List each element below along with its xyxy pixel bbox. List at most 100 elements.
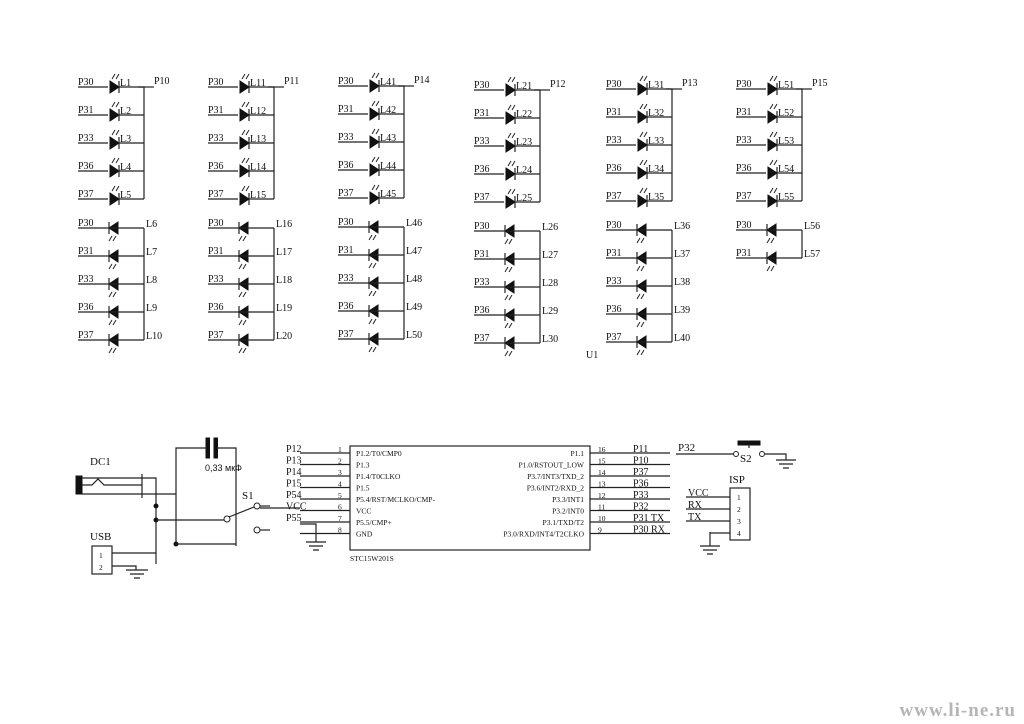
isp-net-label: VCC: [688, 488, 709, 499]
led-designator: L19: [276, 303, 292, 314]
led-designator: L17: [276, 247, 292, 258]
led-cathode-net: P37: [736, 191, 752, 202]
led-icon: [368, 220, 379, 241]
mcu-pin-function: P1.2/T0/CMP0: [356, 449, 402, 458]
led-cathode-net: P31: [474, 249, 490, 260]
mcu-pin-number: 8: [338, 526, 342, 535]
mcu-pin-function: P3.6/INT2/RXD_2: [527, 484, 585, 493]
led-designator: L45: [380, 189, 396, 200]
led-cathode-net: P37: [78, 189, 94, 200]
isp-pin-number: 1: [737, 493, 741, 502]
mcu-right-net: P36: [633, 479, 649, 490]
led-icon: [505, 188, 516, 209]
led-designator: L35: [648, 192, 664, 203]
led-icon: [505, 76, 516, 97]
led-designator: L36: [674, 221, 690, 232]
led-icon: [108, 249, 119, 270]
led-cathode-net: P30: [208, 77, 224, 88]
led-cathode-net: P30: [736, 220, 752, 231]
led-icon: [636, 335, 647, 356]
led-cathode-net: P31: [338, 104, 354, 115]
led-designator: L54: [778, 164, 794, 175]
led-cathode-net: P30: [78, 77, 94, 88]
anode-net-label: P12: [550, 79, 566, 90]
led-designator: L10: [146, 331, 162, 342]
led-cathode-net: P31: [736, 248, 752, 259]
led-cathode-net: P31: [208, 105, 224, 116]
led-cathode-net: P36: [736, 163, 752, 174]
led-cathode-net: P36: [606, 163, 622, 174]
led-designator: L23: [516, 137, 532, 148]
led-cathode-net: P31: [208, 246, 224, 257]
led-icon: [504, 280, 515, 301]
button-net-label: P32: [678, 442, 695, 454]
mcu-pin-function: P5.4/RST/MCLKO/CMP-: [356, 495, 435, 504]
dc-jack-icon: [75, 475, 83, 495]
button-label: S2: [740, 453, 752, 465]
led-designator: L3: [120, 134, 131, 145]
usb-pin-1: 1: [99, 551, 103, 560]
led-designator: L7: [146, 247, 157, 258]
switch-label: S1: [242, 490, 254, 502]
mcu-pin-function: P1.4/T0CLKO: [356, 472, 401, 481]
mcu-pin-function: P1.1: [570, 449, 584, 458]
led-cathode-net: P33: [78, 133, 94, 144]
led-cathode-net: P36: [338, 160, 354, 171]
mcu-pin-function: P3.0/RXD/INT4/T2CLKO: [503, 530, 584, 539]
mcu-right-net: P37: [633, 467, 649, 478]
led-designator: L22: [516, 109, 532, 120]
led-cathode-net: P33: [474, 277, 490, 288]
led-designator: L4: [120, 162, 131, 173]
led-cathode-net: P31: [606, 248, 622, 259]
led-icon: [637, 159, 648, 180]
led-cathode-net: P37: [606, 191, 622, 202]
led-icon: [636, 307, 647, 328]
led-icon: [505, 160, 516, 181]
led-cathode-net: P37: [338, 329, 354, 340]
watermark: www.li-ne.ru: [899, 700, 1016, 721]
led-icon: [109, 101, 120, 122]
led-cathode-net: P31: [606, 107, 622, 118]
led-cathode-net: P33: [208, 274, 224, 285]
led-icon: [239, 157, 250, 178]
led-designator: L15: [250, 190, 266, 201]
led-icon: [108, 333, 119, 354]
led-designator: L16: [276, 219, 292, 230]
mcu-right-net: P30 RX: [633, 525, 666, 536]
led-cathode-net: P33: [338, 273, 354, 284]
mcu-pin-number: 1: [338, 445, 342, 454]
led-cathode-net: P36: [606, 304, 622, 315]
led-cathode-net: P31: [736, 107, 752, 118]
led-icon: [109, 157, 120, 178]
mcu-pin-number: 16: [598, 445, 606, 454]
usb-pin-2: 2: [99, 563, 103, 572]
led-icon: [505, 104, 516, 125]
led-cathode-net: P30: [606, 220, 622, 231]
mcu-pin-number: 12: [598, 491, 606, 500]
led-icon: [767, 187, 778, 208]
led-designator: L50: [406, 330, 422, 341]
led-icon: [239, 101, 250, 122]
isp-net-label: TX: [688, 512, 702, 523]
mcu-right-net: P31 TX: [633, 513, 665, 524]
led-icon: [637, 131, 648, 152]
led-cathode-net: P33: [208, 133, 224, 144]
mcu-pin-number: 5: [338, 491, 342, 500]
led-designator: L2: [120, 106, 131, 117]
led-cathode-net: P37: [208, 330, 224, 341]
led-icon: [238, 277, 249, 298]
anode-net-label: P11: [284, 76, 299, 87]
led-cathode-net: P37: [606, 332, 622, 343]
led-icon: [238, 249, 249, 270]
led-cathode-net: P31: [474, 108, 490, 119]
led-cathode-net: P33: [736, 135, 752, 146]
mcu-right-net: P11: [633, 444, 648, 455]
led-icon: [504, 308, 515, 329]
led-designator: L44: [380, 161, 396, 172]
mcu-left-net: P13: [286, 456, 302, 467]
led-icon: [239, 185, 250, 206]
